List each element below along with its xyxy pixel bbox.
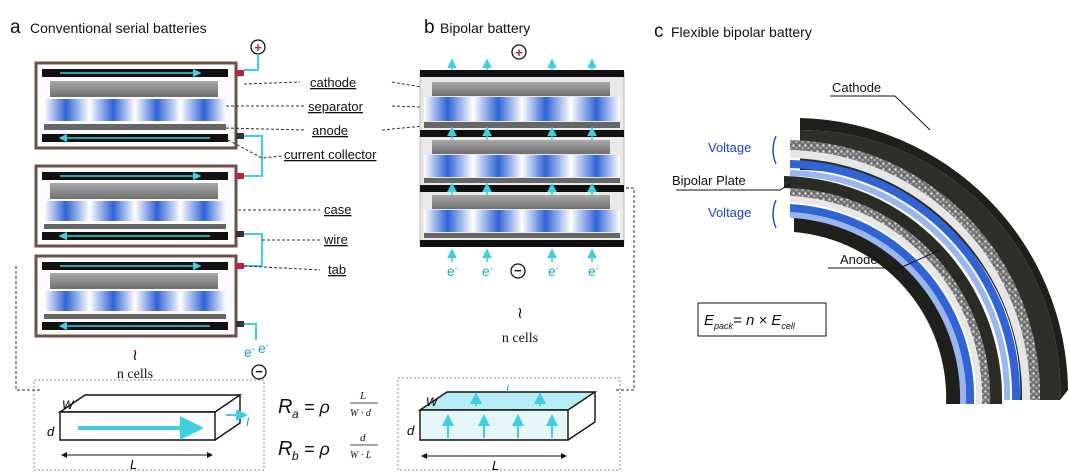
electron-a2: e- — [258, 340, 269, 356]
dim-w-a: W — [62, 398, 75, 412]
panel-b-letter: b — [424, 17, 435, 38]
label-cathode-c: Cathode — [832, 80, 881, 95]
wires-a — [244, 135, 263, 340]
panel-a-letter: a — [10, 17, 21, 38]
svg-text:= ρ: = ρ — [304, 397, 330, 417]
label-anode: anode — [312, 123, 348, 138]
serial-cell-3 — [34, 254, 244, 338]
svg-text:e-: e- — [548, 263, 559, 279]
svg-text:e-: e- — [447, 263, 458, 279]
svg-text:+: + — [515, 45, 523, 60]
resistance-box-b: L d W I — [397, 377, 621, 473]
label-voltage-bottom: Voltage — [708, 205, 751, 220]
panel-c-title: Flexible bipolar battery — [671, 24, 812, 40]
dim-L-a: L — [130, 457, 137, 472]
dim-w-b: W — [426, 395, 439, 409]
formula-Rb: R b = ρ d W · L — [278, 432, 378, 463]
svg-text:e-: e- — [482, 263, 493, 279]
dim-L-b: L — [492, 458, 499, 473]
electrons-b: e- e- e- e- — [447, 263, 599, 279]
svg-text:−: − — [255, 364, 263, 379]
label-case: case — [324, 202, 351, 217]
electron-a1: e- — [244, 344, 255, 360]
dim-I-b: I — [506, 383, 509, 395]
positive-terminal-b: + — [511, 44, 527, 60]
plus-symbol-a: + — [254, 40, 262, 55]
panel-c-letter: c — [654, 21, 664, 42]
label-tab: tab — [328, 262, 346, 277]
svg-text:d: d — [360, 432, 366, 444]
svg-text:R: R — [278, 396, 292, 418]
equation-box: Epack= n × Ecell — [697, 302, 827, 337]
resistance-box-a: L d W I — [33, 379, 265, 472]
tilde-b: ≀ — [517, 305, 523, 322]
panel-c: c Flexible bipolar battery Cathode Volta… — [654, 21, 1068, 404]
positive-terminal: + — [244, 39, 266, 71]
dim-d-a: d — [47, 424, 55, 439]
svg-text:R: R — [278, 438, 292, 460]
flexible-stack — [784, 118, 1068, 404]
panel-a: a Conventional serial batteries + — [10, 17, 269, 382]
dim-I-a: I — [246, 415, 250, 429]
bipolar-stack — [420, 70, 624, 247]
svg-text:= ρ: = ρ — [304, 439, 330, 459]
current-arrows-b — [447, 58, 597, 262]
n-cells-b: n cells — [502, 331, 538, 346]
svg-text:b: b — [292, 449, 299, 463]
svg-text:W · L: W · L — [350, 450, 372, 461]
label-cathode: cathode — [310, 75, 356, 90]
svg-text:Epack= n × Ecell: Epack= n × Ecell — [704, 312, 796, 331]
svg-text:a: a — [292, 407, 299, 421]
negative-terminal-a: − — [251, 364, 267, 380]
negative-terminal-b: − — [510, 263, 526, 279]
label-voltage-top: Voltage — [708, 140, 751, 155]
svg-text:W · d: W · d — [350, 408, 372, 419]
tilde-a: ≀ — [132, 347, 138, 364]
panel-b-title: Bipolar battery — [440, 20, 530, 36]
label-bipolar-plate: Bipolar Plate — [672, 173, 746, 188]
panel-a-title: Conventional serial batteries — [30, 20, 207, 36]
serial-cell-2 — [34, 164, 244, 248]
svg-text:L: L — [359, 390, 366, 402]
n-cells-a: n cells — [117, 367, 153, 382]
label-current-collector: current collector — [284, 147, 377, 162]
label-wire: wire — [323, 232, 348, 247]
label-separator: separator — [308, 99, 364, 114]
formula-Ra: R a = ρ L W · d — [278, 390, 378, 421]
serial-cell-1 — [34, 61, 244, 150]
svg-text:−: − — [514, 263, 522, 278]
panel-b: b Bipolar battery + — [419, 17, 625, 346]
dim-d-b: d — [407, 423, 415, 438]
svg-text:e-: e- — [588, 263, 599, 279]
component-labels: cathode separator anode current collecto… — [15, 75, 635, 391]
label-anode-c: Anode — [840, 252, 878, 267]
